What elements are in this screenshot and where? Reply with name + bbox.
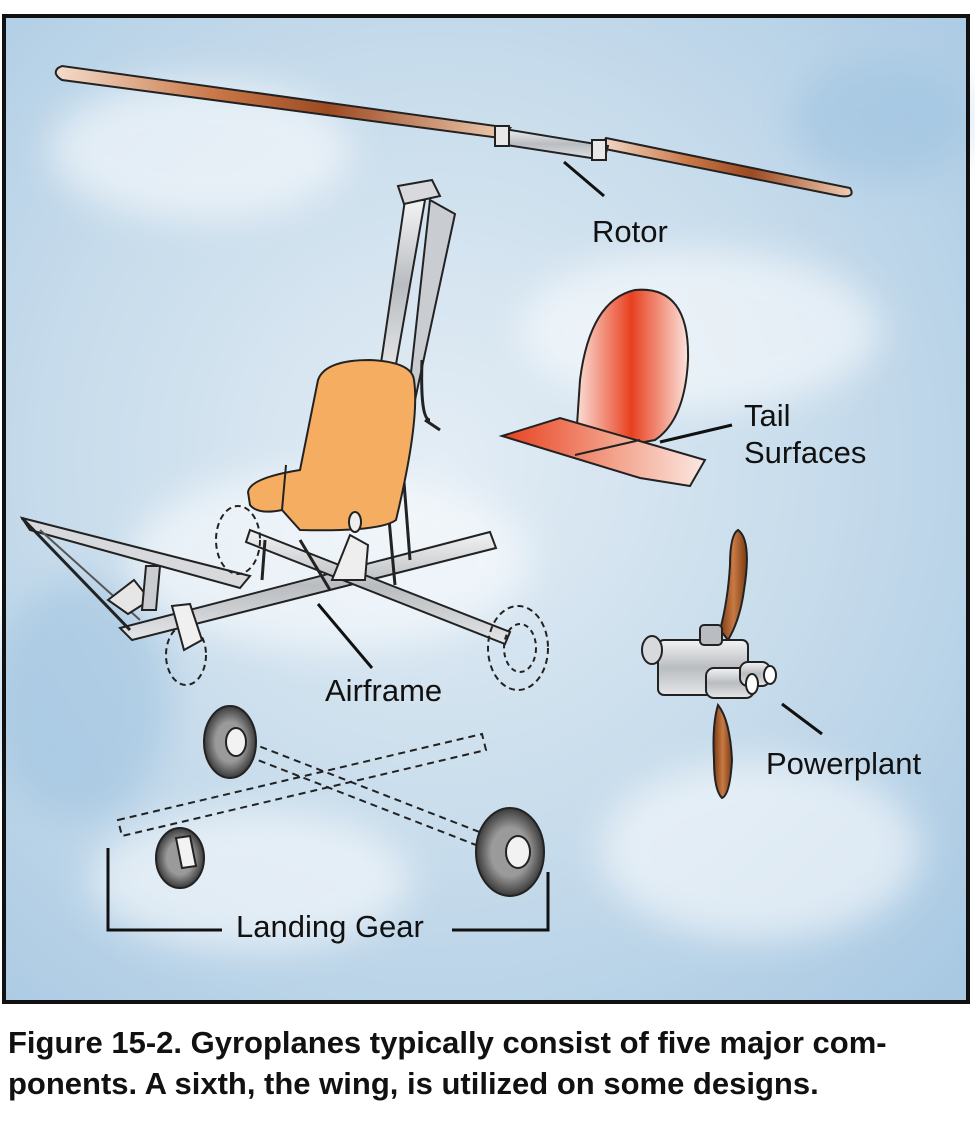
landing-gear-label: Landing Gear xyxy=(236,909,424,944)
tail-label-line2: Surfaces xyxy=(744,435,866,470)
rotor-label: Rotor xyxy=(592,214,668,249)
powerplant-label: Powerplant xyxy=(766,746,921,781)
tail-surfaces: Tail Surfaces xyxy=(498,288,866,488)
caption-line-1: Figure 15-2. Gyroplanes typically consis… xyxy=(8,1025,887,1060)
rotor: Rotor xyxy=(54,64,853,249)
airframe: Airframe xyxy=(19,178,549,708)
landing-gear-wheel-nose xyxy=(155,827,205,889)
figure-caption: Figure 15-2. Gyroplanes typically consis… xyxy=(8,1022,968,1104)
tail-label-line1: Tail xyxy=(744,398,791,433)
gyroplane-components-diagram: Rotor Tail Surfaces Powerplant xyxy=(0,14,970,1004)
airframe-label: Airframe xyxy=(325,673,442,708)
landing-gear: Landing Gear xyxy=(106,705,550,944)
landing-gear-wheel-right xyxy=(475,807,545,897)
caption-line-2: ponents. A sixth, the wing, is utilized … xyxy=(8,1066,819,1101)
powerplant: Powerplant xyxy=(641,528,921,800)
landing-gear-wheel-left xyxy=(203,705,257,779)
